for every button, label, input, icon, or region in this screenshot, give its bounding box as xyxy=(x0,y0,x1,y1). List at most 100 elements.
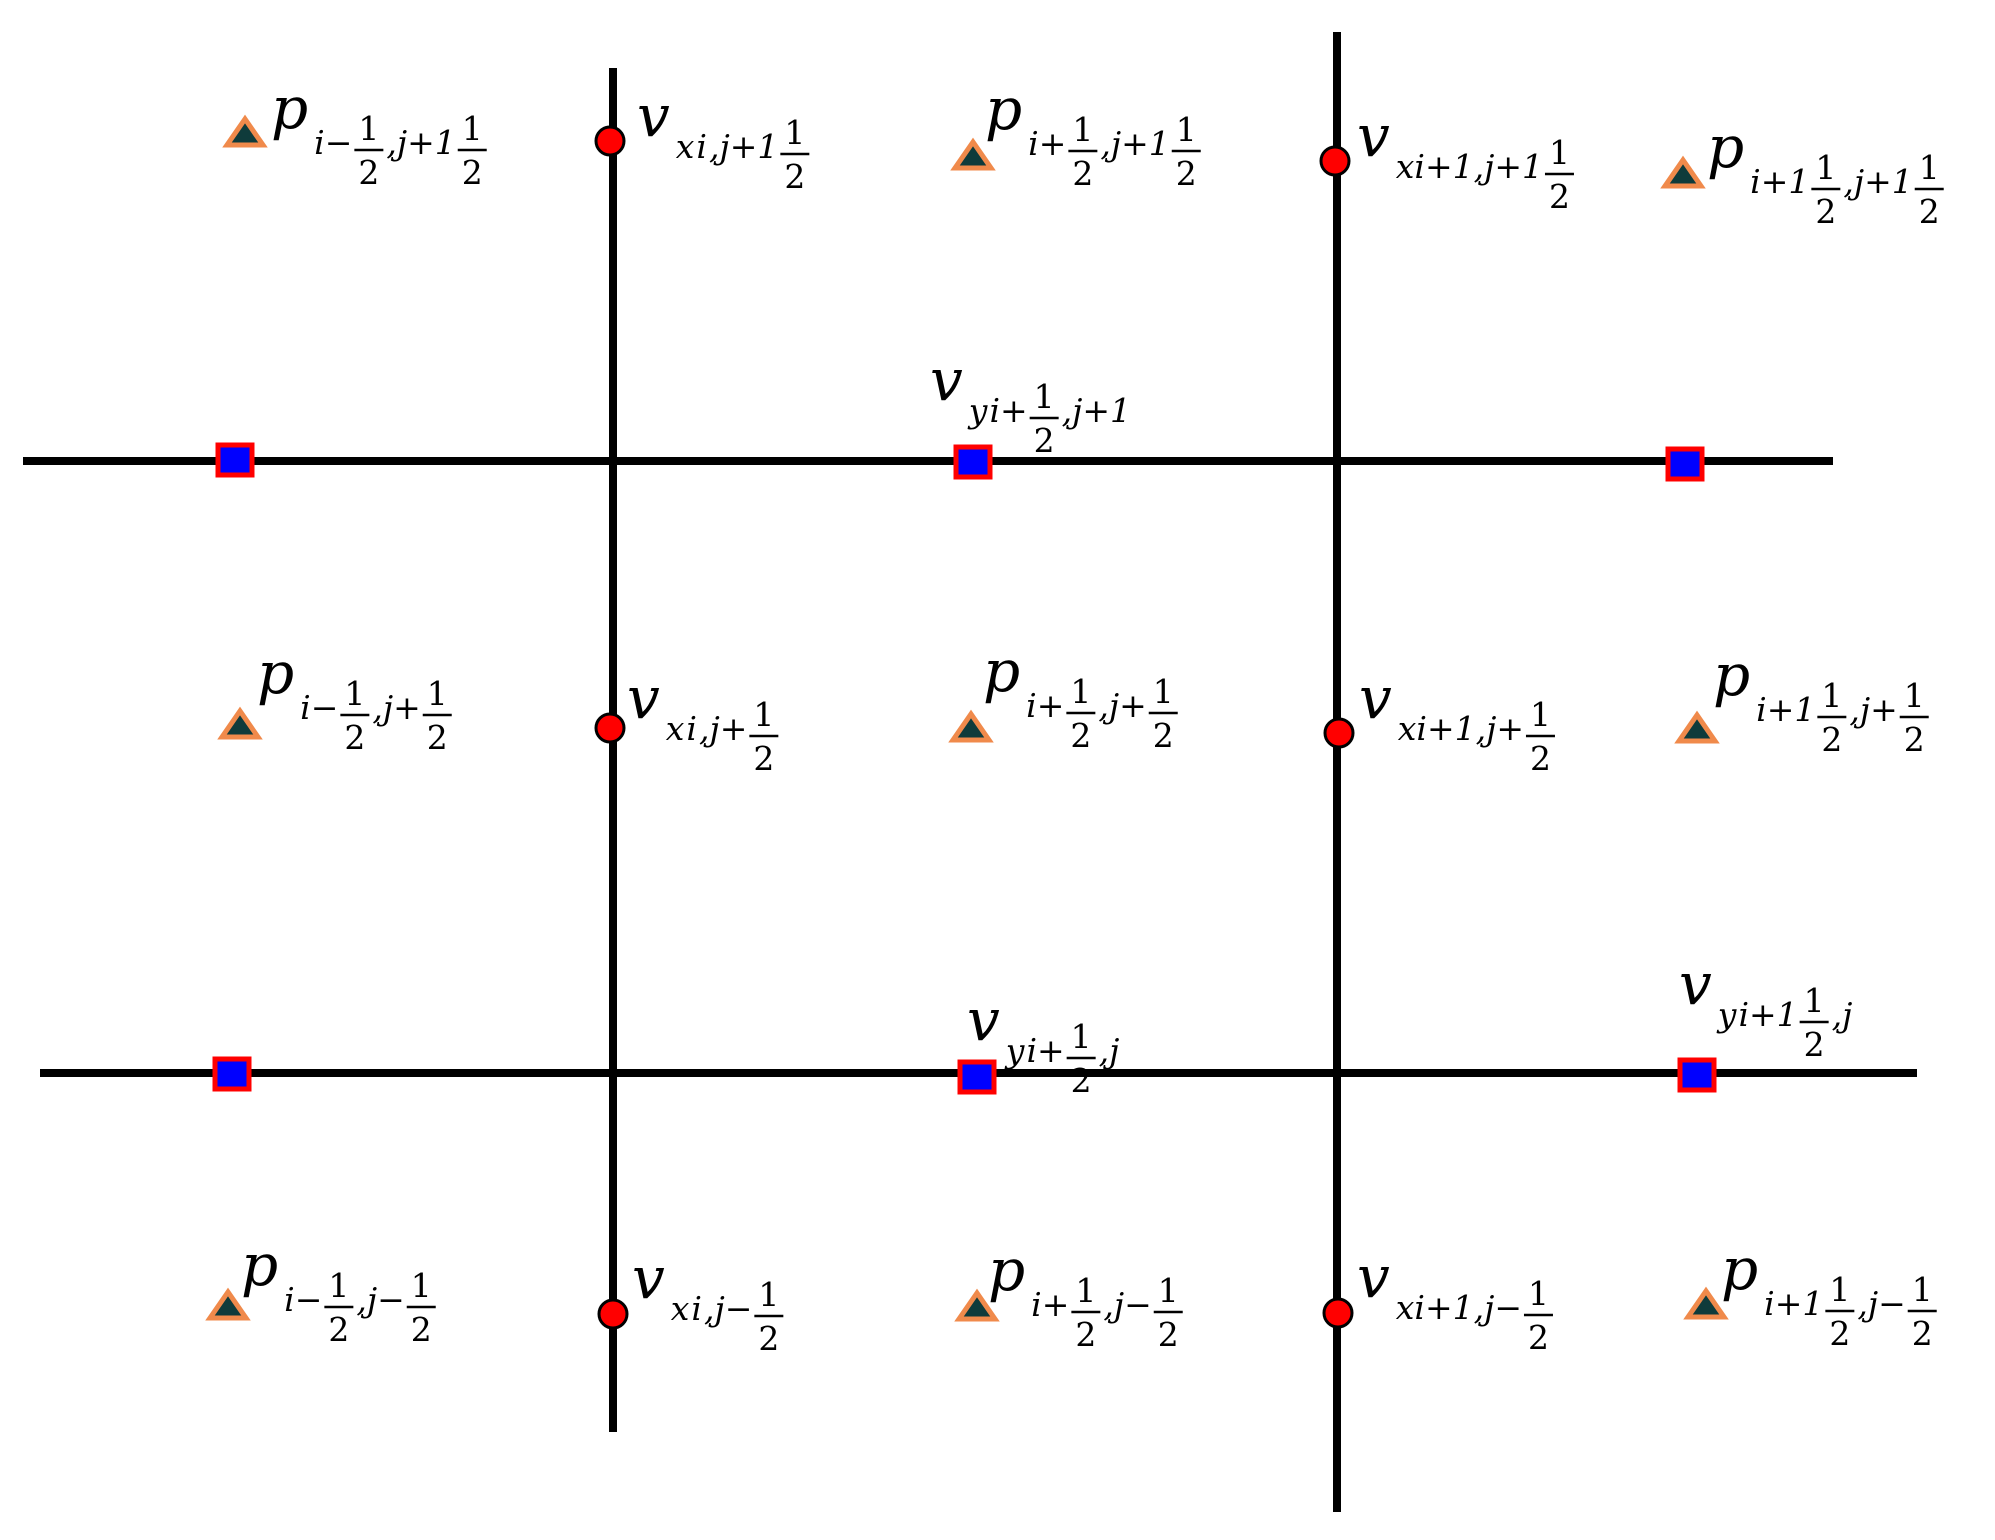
fraction-numerator: 1 xyxy=(1075,1271,1096,1310)
fraction-numerator: 1 xyxy=(1071,1017,1092,1056)
pressure-triangle-marker xyxy=(948,709,994,743)
fraction-denominator: 2 xyxy=(1153,716,1174,755)
subscript-text: y xyxy=(967,391,988,430)
velocity-symbol: v xyxy=(930,346,963,414)
subscript-text: i+1 xyxy=(1750,162,1809,201)
fraction-denominator: 2 xyxy=(427,718,448,757)
fraction-numerator: 1 xyxy=(1815,148,1836,187)
fraction-denominator: 2 xyxy=(1829,1314,1850,1353)
fraction-numerator: 1 xyxy=(1549,133,1570,172)
subscript-text: i+ xyxy=(989,391,1027,430)
fraction-numerator: 1 xyxy=(1530,695,1551,734)
pressure-symbol: p xyxy=(1721,1235,1758,1303)
fraction-denominator: 2 xyxy=(1034,421,1055,460)
pressure-triangle-marker xyxy=(222,114,268,148)
pressure-triangle-marker xyxy=(205,1287,251,1321)
fraction-numerator: 1 xyxy=(1072,110,1093,149)
subscript-text: ,j+1 xyxy=(386,123,455,162)
fraction-denominator: 2 xyxy=(1176,154,1197,193)
fraction-numerator: 1 xyxy=(462,109,483,148)
vy-square-marker xyxy=(1665,446,1705,482)
vx-circle-marker xyxy=(597,1298,629,1330)
fraction-denominator: 2 xyxy=(1904,720,1925,759)
vx-circle-marker xyxy=(1319,145,1351,177)
subscript-text: ,j+ xyxy=(372,688,420,727)
fraction-denominator: 2 xyxy=(358,153,379,192)
subscript-text: ,j− xyxy=(356,1280,404,1319)
fraction-denominator: 2 xyxy=(1072,154,1093,193)
pressure-symbol: p xyxy=(988,1236,1025,1304)
vy-square-marker xyxy=(215,442,255,478)
subscript-text: i xyxy=(696,127,707,166)
fraction-numerator: 1 xyxy=(1912,1270,1933,1309)
subscript-text: i+ xyxy=(1026,686,1064,725)
subscript-text: ,j+ xyxy=(1849,690,1897,729)
fraction-denominator: 2 xyxy=(411,1310,432,1349)
fraction-numerator: 1 xyxy=(1153,672,1174,711)
label-p-i-1-2-j-1-2: pi+12,j+12 xyxy=(983,637,1178,755)
fraction-numerator: 1 xyxy=(328,1266,349,1305)
pressure-symbol: p xyxy=(983,637,1020,705)
fraction-numerator: 1 xyxy=(1528,1274,1549,1313)
velocity-symbol: v xyxy=(627,664,660,732)
fraction-numerator: 1 xyxy=(1904,676,1925,715)
subscript-text: i+ xyxy=(1026,1031,1064,1070)
subscript-text: y xyxy=(1004,1031,1025,1070)
subscript-text: ,j+ xyxy=(1098,686,1146,725)
fraction-denominator: 2 xyxy=(753,739,774,778)
subscript-text: i+ xyxy=(1031,1285,1069,1324)
subscript-text: ,j+1 xyxy=(709,127,778,166)
vy-square-marker xyxy=(957,1059,997,1095)
fraction-denominator: 2 xyxy=(758,1319,779,1358)
fraction-numerator: 1 xyxy=(1176,110,1197,149)
fraction-denominator: 2 xyxy=(1549,177,1570,216)
subscript-text: ,j+1 xyxy=(1062,391,1131,430)
subscript-text: ,j− xyxy=(704,1289,752,1328)
fraction-denominator: 2 xyxy=(1919,192,1940,231)
fraction-denominator: 2 xyxy=(1804,1025,1825,1064)
subscript-text: i+1 xyxy=(1756,690,1815,729)
fraction-denominator: 2 xyxy=(1912,1314,1933,1353)
subscript-text: ,j− xyxy=(1103,1285,1151,1324)
fraction-denominator: 2 xyxy=(344,718,365,757)
subscript-text: i− xyxy=(284,1280,322,1319)
subscript-text: ,j xyxy=(1832,995,1853,1034)
vx-circle-marker xyxy=(1322,1297,1354,1329)
pressure-triangle-marker xyxy=(950,137,996,171)
subscript-text: i− xyxy=(300,688,338,727)
vy-square-marker xyxy=(953,444,993,480)
velocity-symbol: v xyxy=(967,986,1000,1054)
fraction-numerator: 1 xyxy=(1158,1271,1179,1310)
subscript-text: y xyxy=(1716,995,1737,1034)
markers xyxy=(205,114,1729,1330)
subscript-text: xi+1,j− xyxy=(1396,1288,1522,1327)
subscript-text: i+1 xyxy=(1738,995,1797,1034)
fraction-denominator: 2 xyxy=(784,157,805,196)
fraction-numerator: 1 xyxy=(1829,1270,1850,1309)
fraction-denominator: 2 xyxy=(1821,720,1842,759)
subscript-text: i+1 xyxy=(1764,1284,1823,1323)
fraction-denominator: 2 xyxy=(1070,716,1091,755)
pressure-triangle-marker xyxy=(954,1288,1000,1322)
fraction-denominator: 2 xyxy=(1528,1318,1549,1357)
fraction-numerator: 1 xyxy=(1034,377,1055,416)
subscript-text: ,j− xyxy=(1857,1284,1905,1323)
fraction-numerator: 1 xyxy=(1804,981,1825,1020)
subscript-text: x xyxy=(666,709,685,748)
subscript-text: ,j xyxy=(1099,1031,1120,1070)
fraction-numerator: 1 xyxy=(1919,148,1940,187)
